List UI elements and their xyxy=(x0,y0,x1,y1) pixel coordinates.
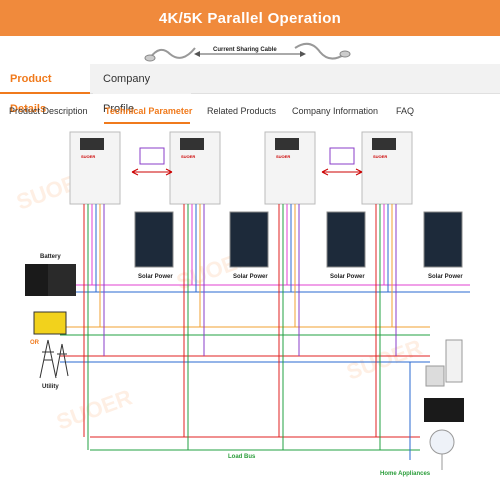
sharing-cable-icon-2 xyxy=(321,147,363,176)
solar-panel-group-4: Solar Power xyxy=(423,211,463,280)
solar-power-label: Solar Power xyxy=(138,274,173,280)
solar-power-label: Solar Power xyxy=(330,274,365,280)
load-bus-label: Load Bus xyxy=(228,454,256,460)
subnav-faq[interactable]: FAQ xyxy=(396,106,415,116)
inverter-unit-3: SUOER xyxy=(264,131,316,450)
subnav-related-products[interactable]: Related Products xyxy=(207,106,277,116)
cable-illustration xyxy=(144,42,351,62)
utility-group: Utility xyxy=(39,339,69,390)
subnav-technical-parameter[interactable]: Technical Parameter xyxy=(105,106,193,116)
battery-label: Battery xyxy=(40,254,61,260)
utility-label: Utility xyxy=(42,384,59,390)
watermark: SUOER xyxy=(53,384,135,434)
banner: 4K/5K Parallel Operation xyxy=(0,0,500,36)
diagram-svg: SUOER SUOER SUOER SUOER SUOER SUOER xyxy=(13,131,470,477)
banner-title: 4K/5K Parallel Operation xyxy=(158,9,342,27)
generator-group: OR xyxy=(30,311,67,346)
inverter-unit-4: SUOER xyxy=(361,131,413,450)
cable-strip: Current Sharing Cable xyxy=(0,36,500,64)
solar-panel-group-1: Solar Power xyxy=(134,211,174,280)
solar-panel-group-2: Solar Power xyxy=(229,211,269,280)
watermark: SUOER xyxy=(343,334,425,384)
parallel-wiring-diagram: SUOER SUOER SUOER SUOER SUOER SUOER xyxy=(0,130,500,500)
inverter-unit-1: SUOER xyxy=(69,131,121,450)
solar-power-label: Solar Power xyxy=(233,274,268,280)
subnav-company-information[interactable]: Company Information xyxy=(292,106,379,116)
generator-or-label: OR xyxy=(30,340,40,346)
inverter-brand: SUOER xyxy=(181,154,195,159)
sharing-cable-icon-1 xyxy=(131,147,173,176)
subnav-active-indicator xyxy=(104,122,190,124)
inverter-brand: SUOER xyxy=(373,154,387,159)
watermark-group: SUOER SUOER SUOER SUOER xyxy=(13,164,425,434)
inverter-brand: SUOER xyxy=(81,154,95,159)
battery-group: Battery xyxy=(25,254,76,296)
product-tabs: Product Details Company Profile xyxy=(0,64,500,115)
subnav-product-description[interactable]: Product Description xyxy=(9,106,88,116)
home-appliances-label: Home Appliances xyxy=(380,471,431,477)
solar-power-label: Solar Power xyxy=(428,274,463,280)
tab-company-profile[interactable]: Company Profile xyxy=(93,64,191,115)
tab-product-details[interactable]: Product Details xyxy=(0,64,90,115)
inverter-brand: SUOER xyxy=(276,154,290,159)
home-appliances-group: Home Appliances xyxy=(380,339,464,477)
detail-subnav: Product Description Technical Parameter … xyxy=(0,100,500,126)
inverter-unit-2: SUOER xyxy=(169,131,221,450)
current-sharing-cable-label: Current Sharing Cable xyxy=(213,47,277,53)
solar-panel-group-3: Solar Power xyxy=(326,211,366,280)
